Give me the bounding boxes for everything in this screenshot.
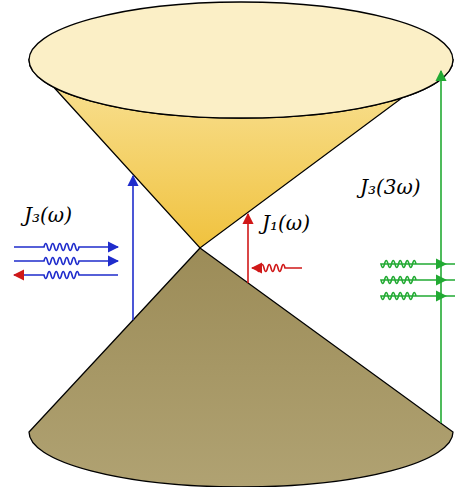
current-label: J₃(ω)	[24, 204, 72, 226]
current-label: J₃(3ω)	[360, 176, 421, 198]
current-label: J₁(ω)	[262, 212, 310, 234]
